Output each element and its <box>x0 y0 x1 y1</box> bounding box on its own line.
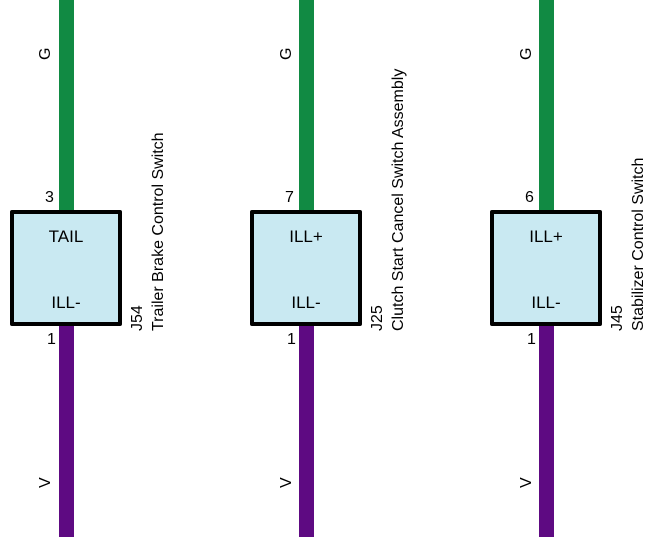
pin-number-top: 7 <box>285 189 294 206</box>
wire-green-j45 <box>539 0 554 213</box>
wire-color-label-bottom: V <box>37 477 54 488</box>
pin-number-bottom: 1 <box>47 331 56 348</box>
pin-label-bottom: ILL- <box>51 293 81 312</box>
wire-color-label-bottom: V <box>518 477 535 488</box>
connector-box-j25: ILL+ ILL- <box>250 210 362 326</box>
component-name: Trailer Brake Control Switch <box>150 132 167 331</box>
pin-number-bottom: 1 <box>287 331 296 348</box>
component-name: Clutch Start Cancel Switch Assembly <box>390 68 407 331</box>
wire-violet-j25 <box>299 322 314 537</box>
wire-color-label-top: G <box>278 47 295 60</box>
wire-color-label-top: G <box>518 47 535 60</box>
pin-number-bottom: 1 <box>527 331 536 348</box>
pin-label-top: ILL+ <box>289 227 323 246</box>
pin-label-top: TAIL <box>48 227 84 246</box>
wire-violet-j54 <box>59 322 74 537</box>
pin-label-bottom: ILL- <box>531 293 561 312</box>
connector-box-j45: ILL+ ILL- <box>490 210 602 326</box>
connector-box-j54: TAIL ILL- <box>10 210 122 326</box>
pin-number-top: 3 <box>45 189 54 206</box>
component-ref: J45 <box>609 305 626 331</box>
wire-green-j25 <box>299 0 314 213</box>
component-ref: J54 <box>129 305 146 331</box>
pin-number-top: 6 <box>525 189 534 206</box>
wire-violet-j45 <box>539 322 554 537</box>
pin-label-top: ILL+ <box>529 227 563 246</box>
pin-label-bottom: ILL- <box>291 293 321 312</box>
wire-green-j54 <box>59 0 74 213</box>
wire-color-label-bottom: V <box>278 477 295 488</box>
component-ref: J25 <box>369 305 386 331</box>
wire-color-label-top: G <box>37 47 54 60</box>
component-name: Stabilizer Control Switch <box>630 157 647 331</box>
